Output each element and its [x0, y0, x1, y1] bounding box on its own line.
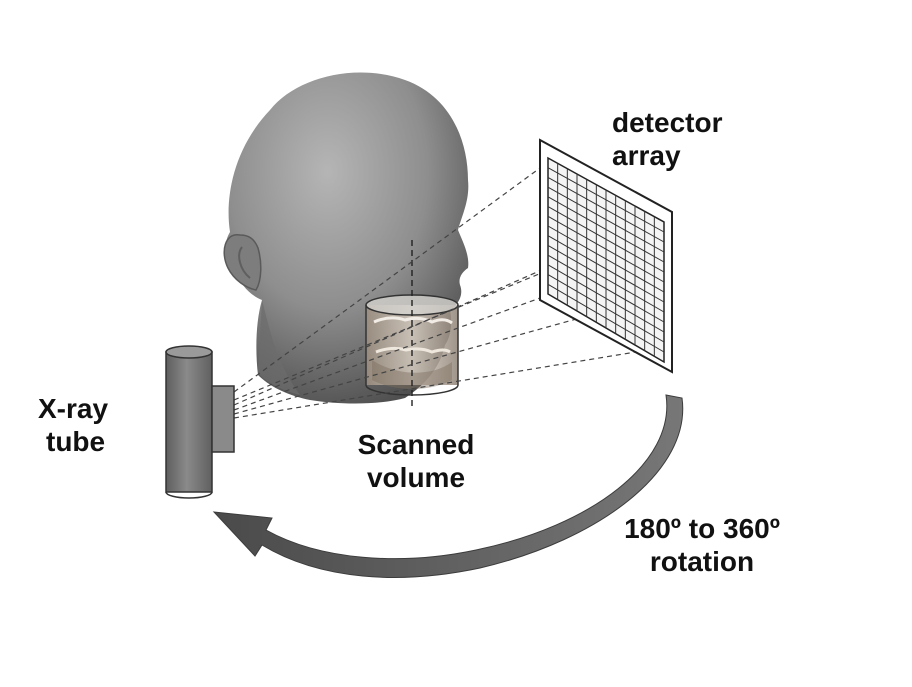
label-rotation-line1: 180º to 360º: [624, 513, 780, 544]
detector-grid-row-line: [547, 264, 665, 333]
teeth-lower: [375, 346, 451, 354]
label-detector-array-line1: detector: [612, 107, 723, 138]
detector-grid-row-line: [547, 167, 665, 233]
detector-grid-row-line: [547, 283, 665, 353]
rotation-arrow: [212, 394, 684, 578]
beam-line-2: [233, 223, 661, 401]
scanned-volume-cylinder: [365, 240, 459, 408]
detector-grid: [547, 163, 665, 357]
detector-grid-row-line: [547, 186, 665, 253]
rotation-arc: [212, 394, 684, 578]
tube-body: [165, 351, 213, 493]
detector-grid-row-line: [547, 235, 665, 303]
detector-grid-row-line: [547, 225, 665, 293]
label-xray-tube-line2: tube: [46, 426, 106, 457]
ear: [223, 234, 262, 291]
detector-grid-row-line: [547, 176, 665, 243]
teeth-upper: [373, 316, 453, 325]
detector-grid-row-line: [547, 196, 665, 263]
tube-bottom-edge: [165, 491, 213, 499]
neck-shadow: [258, 300, 300, 395]
detector-grid-row-line: [547, 274, 665, 343]
label-xray-tube: X-ray tube: [38, 392, 108, 458]
label-scanned-volume-line2: volume: [366, 462, 466, 493]
tube-window: [211, 385, 235, 453]
xray-tube: [165, 345, 235, 499]
detector-grid-row-line: [547, 244, 665, 313]
label-rotation-line2: rotation: [649, 546, 755, 577]
label-xray-tube-line1: X-ray: [38, 393, 109, 424]
label-rotation: 180º to 360º rotation: [602, 512, 802, 578]
xray-beam: [233, 167, 661, 419]
label-scanned-volume-line1: Scanned: [357, 429, 475, 460]
beam-line-1: [233, 167, 541, 393]
detector-grid-row-line: [547, 206, 665, 273]
label-detector-array: detector array: [612, 106, 722, 172]
tube-top: [165, 345, 213, 359]
ear-inner: [238, 246, 251, 279]
detector-array: [539, 138, 673, 374]
beam-line-3: [233, 297, 541, 411]
detector-grid-row-line: [547, 254, 665, 323]
label-scanned-volume: Scanned volume: [341, 428, 491, 494]
detector-grid-row-line: [547, 215, 665, 283]
beam-line-6: [233, 317, 581, 415]
label-detector-array-line2: array: [612, 140, 681, 171]
